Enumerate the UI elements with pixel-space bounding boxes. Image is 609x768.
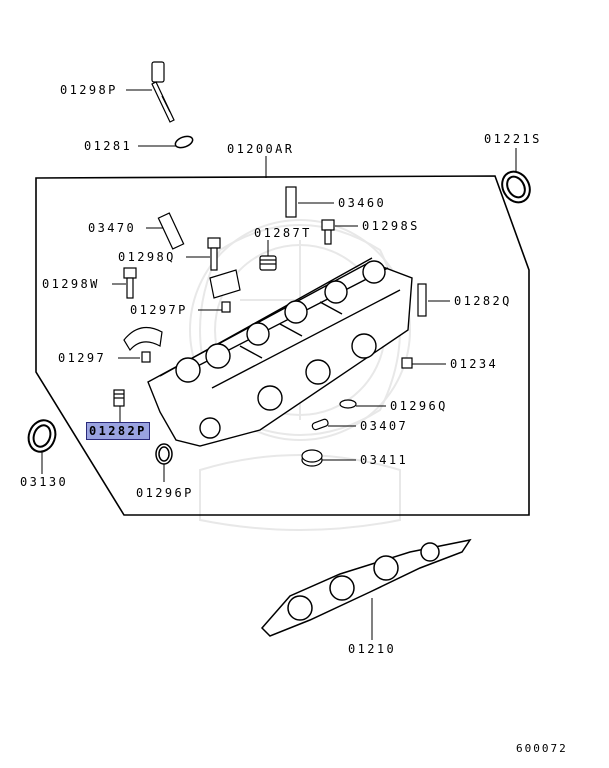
bearing-cap xyxy=(209,269,241,299)
ring-03411 xyxy=(301,449,323,467)
label-01298Q[interactable]: 01298Q xyxy=(118,250,176,264)
pin-03407 xyxy=(311,418,329,431)
label-01298W[interactable]: 01298W xyxy=(42,277,100,291)
bolt-01298S xyxy=(321,219,335,245)
label-01282Q[interactable]: 01282Q xyxy=(454,294,512,308)
bolt-01298P xyxy=(151,61,175,123)
plug-01234 xyxy=(401,357,413,369)
label-01221S[interactable]: 01221S xyxy=(484,132,542,146)
label-01297[interactable]: 01297 xyxy=(58,351,107,365)
plug-01287T xyxy=(259,255,277,271)
label-01281[interactable]: 01281 xyxy=(84,139,133,153)
bearing-cap-01297 xyxy=(123,326,163,352)
cylinder-head xyxy=(147,257,413,447)
label-01296P[interactable]: 01296P xyxy=(136,486,194,500)
label-01200AR[interactable]: 01200AR xyxy=(227,142,295,156)
label-01287T[interactable]: 01287T xyxy=(254,226,312,240)
diagram-code: 600072 xyxy=(516,742,568,755)
pin-01297P xyxy=(221,301,231,313)
ring-01296P xyxy=(155,443,173,465)
bolt-01298Q xyxy=(207,237,221,271)
stud-01282P xyxy=(113,389,125,407)
pin-01297 xyxy=(141,351,151,363)
seal-03130 xyxy=(27,419,57,453)
seal-01221S xyxy=(501,170,531,204)
gasket-01210 xyxy=(260,538,472,637)
label-03411[interactable]: 03411 xyxy=(360,453,409,467)
label-03130[interactable]: 03130 xyxy=(20,475,69,489)
assembly-border xyxy=(35,175,530,516)
dowel-03460 xyxy=(285,186,297,218)
ring-01296Q xyxy=(339,399,357,409)
label-01234[interactable]: 01234 xyxy=(450,357,499,371)
washer-01281 xyxy=(174,135,194,149)
bolt-01298W xyxy=(123,267,137,299)
dowel-03470 xyxy=(157,212,185,250)
label-03460[interactable]: 03460 xyxy=(338,196,387,210)
label-01296Q[interactable]: 01296Q xyxy=(390,399,448,413)
label-03470[interactable]: 03470 xyxy=(88,221,137,235)
label-01297P[interactable]: 01297P xyxy=(130,303,188,317)
label-01298P[interactable]: 01298P xyxy=(60,83,118,97)
label-01282P-highlighted[interactable]: 01282P xyxy=(86,422,150,440)
label-01298S[interactable]: 01298S xyxy=(362,219,420,233)
label-01210[interactable]: 01210 xyxy=(348,642,397,656)
leader-lines xyxy=(41,89,517,640)
label-03407[interactable]: 03407 xyxy=(360,419,409,433)
stud-01282Q xyxy=(417,283,427,317)
